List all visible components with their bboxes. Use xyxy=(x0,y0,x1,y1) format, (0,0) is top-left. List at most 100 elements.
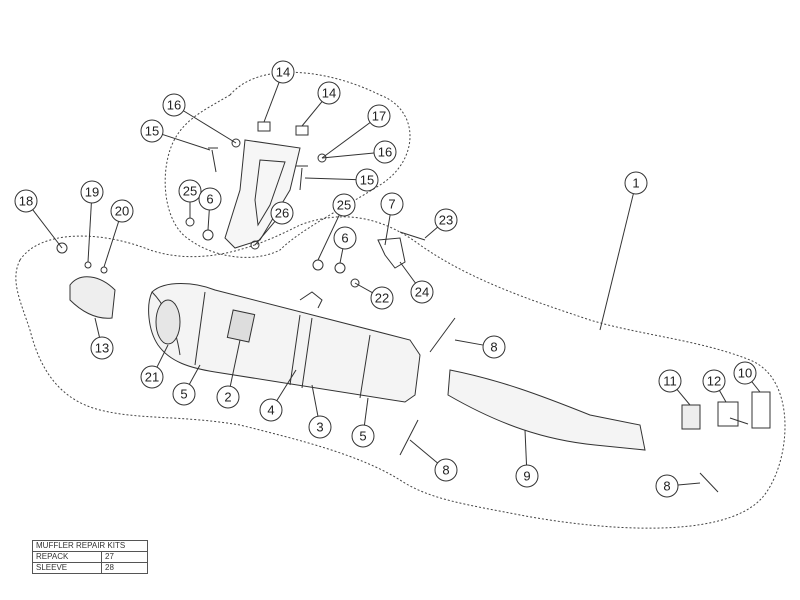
leader-line xyxy=(317,214,340,261)
muffler-assembly-outline xyxy=(15,216,786,529)
callout-2: 2 xyxy=(216,339,241,409)
leader-line xyxy=(32,209,63,249)
leader-line xyxy=(87,202,92,263)
callout-1: 1 xyxy=(599,171,648,331)
leader-line xyxy=(454,339,484,346)
callout-circle xyxy=(355,168,379,192)
callout-number: 17 xyxy=(372,109,386,124)
callout-circle xyxy=(351,424,375,448)
leader-line xyxy=(719,390,727,403)
callout-10: 10 xyxy=(733,361,761,393)
bolt xyxy=(296,165,308,191)
callout-circle xyxy=(367,104,391,128)
callout-13: 13 xyxy=(90,317,114,360)
callout-number: 14 xyxy=(276,65,290,80)
callout-16: 16 xyxy=(321,140,397,164)
kit-name: REPACK xyxy=(32,551,102,563)
kit-name: SLEEVE xyxy=(32,562,102,574)
muffler-band xyxy=(194,291,371,399)
leader-line xyxy=(162,133,211,151)
callout-number: 25 xyxy=(183,184,197,199)
callout-circle xyxy=(317,81,341,105)
leader-line xyxy=(229,339,241,387)
leader-line xyxy=(103,221,120,268)
leader-line xyxy=(156,344,169,368)
callout-number: 5 xyxy=(359,429,366,444)
callout-circle xyxy=(624,171,648,195)
kit-part-number: 27 xyxy=(101,551,148,563)
callout-21: 21 xyxy=(140,344,169,389)
callout-number: 16 xyxy=(378,145,392,160)
callout-number: 1 xyxy=(632,176,639,191)
kit-part-number: 28 xyxy=(101,562,148,574)
washer xyxy=(202,229,214,241)
callout-circle xyxy=(140,119,164,143)
leader-line xyxy=(207,209,210,231)
callout-circle xyxy=(410,280,434,304)
bracket-group-outline xyxy=(164,71,411,258)
callout-circle xyxy=(80,180,104,204)
callout-circle xyxy=(270,201,294,225)
callout-6: 6 xyxy=(333,226,357,264)
spring xyxy=(699,472,719,493)
callout-number: 13 xyxy=(95,341,109,356)
callout-number: 11 xyxy=(663,374,677,389)
leader-line xyxy=(254,221,276,246)
callout-number: 26 xyxy=(275,206,289,221)
callout-circle xyxy=(333,226,357,250)
leader-line xyxy=(311,384,319,417)
callout-number: 5 xyxy=(180,387,187,402)
callout-circle xyxy=(655,474,679,498)
callout-5: 5 xyxy=(172,364,201,406)
leader-line xyxy=(599,193,634,331)
callout-circle xyxy=(308,415,332,439)
callout-number: 6 xyxy=(341,231,348,246)
callout-7: 7 xyxy=(380,192,404,246)
parts xyxy=(56,121,771,493)
callout-number: 4 xyxy=(267,403,274,418)
callout-circle xyxy=(271,60,295,84)
leader-line xyxy=(94,317,100,338)
callout-14: 14 xyxy=(263,60,295,123)
callout-26: 26 xyxy=(254,201,294,246)
callout-9: 9 xyxy=(515,429,539,488)
muffler-bracket xyxy=(299,291,323,309)
callout-circle xyxy=(370,286,394,310)
callout-6: 6 xyxy=(198,187,222,231)
callout-circle xyxy=(733,361,757,385)
callout-3: 3 xyxy=(308,384,332,439)
leader-line xyxy=(183,110,237,144)
callout-15: 15 xyxy=(140,119,211,151)
spring xyxy=(429,317,456,353)
callout-circle xyxy=(14,189,38,213)
callout-number: 14 xyxy=(322,86,336,101)
callout-circle xyxy=(162,93,186,117)
leader-line xyxy=(321,122,371,159)
callout-5: 5 xyxy=(351,397,375,448)
callout-circle xyxy=(373,140,397,164)
callout-number: 9 xyxy=(523,469,530,484)
callout-circle xyxy=(482,335,506,359)
callout-22: 22 xyxy=(354,282,394,310)
clamp-10 xyxy=(751,391,771,429)
akrapovic-logo xyxy=(226,309,256,343)
callout-circle xyxy=(198,187,222,211)
leader-line xyxy=(424,226,438,239)
callout-number: 16 xyxy=(167,98,181,113)
callout-12: 12 xyxy=(702,369,727,403)
heat-shield-bracket xyxy=(224,139,301,249)
callout-circle xyxy=(110,199,134,223)
leader-line xyxy=(263,82,280,123)
washer xyxy=(84,261,92,269)
callout-8: 8 xyxy=(409,439,458,482)
callout-circle xyxy=(658,369,682,393)
leader-line xyxy=(321,152,375,159)
callout-11: 11 xyxy=(658,369,691,406)
leader-line xyxy=(188,364,201,385)
leader-line xyxy=(354,282,373,294)
spacer xyxy=(295,125,309,136)
link-pipe xyxy=(447,369,646,451)
callout-circle xyxy=(90,336,114,360)
leader-line xyxy=(276,369,297,401)
